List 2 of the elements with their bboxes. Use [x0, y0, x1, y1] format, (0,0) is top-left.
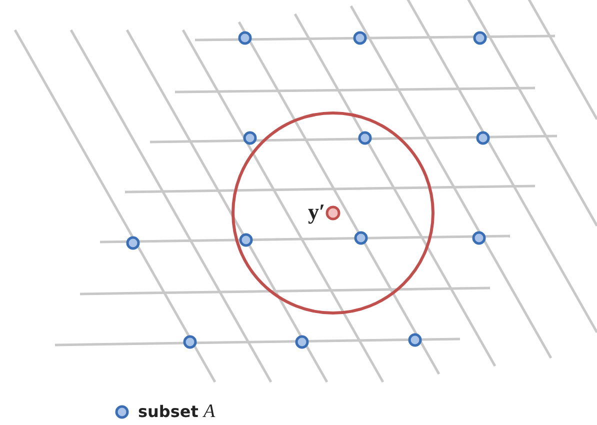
- legend-text: subset A: [138, 402, 216, 421]
- point-label: y′: [308, 201, 326, 223]
